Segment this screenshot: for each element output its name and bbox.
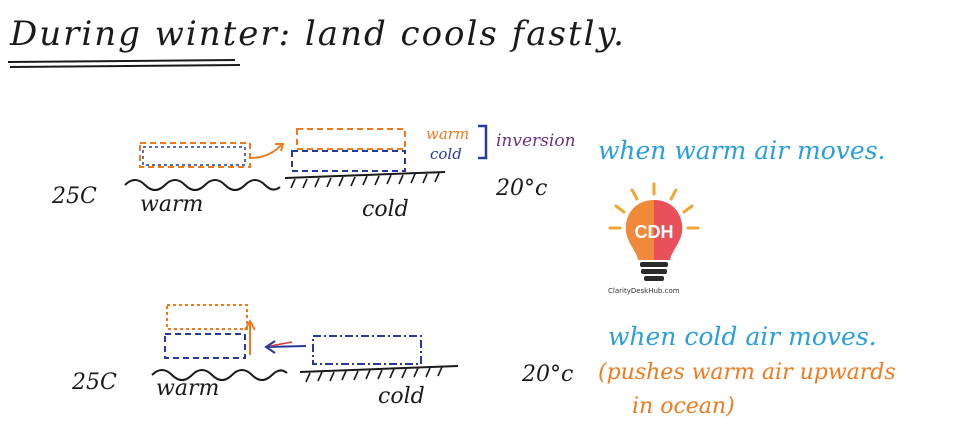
bottom-warm-box-raised	[166, 304, 248, 330]
bottom-note-line2: in ocean)	[632, 394, 735, 419]
top-right-temp: 20°c	[496, 176, 548, 201]
lightbulb-brain-icon: CDH	[604, 182, 704, 300]
bottom-land-line	[299, 365, 459, 373]
bottom-land-hatch	[305, 366, 443, 383]
bottom-cold-box-land	[312, 335, 422, 365]
bottom-sea-label: warm	[156, 376, 220, 401]
top-warm-box-land	[296, 128, 406, 150]
top-sea-label: warm	[140, 192, 204, 217]
top-move-arrow	[249, 143, 285, 159]
top-warm-box-sea	[139, 142, 251, 168]
bottom-left-arrow	[264, 340, 307, 354]
logo-site-text: ClarityDeskHub.com	[608, 287, 680, 295]
bottom-right-temp: 20°c	[522, 362, 574, 387]
inversion-bracket	[478, 124, 488, 160]
inversion-label: inversion	[496, 131, 576, 151]
bottom-sea-waves	[151, 369, 288, 381]
top-cold-box-sea	[142, 146, 246, 166]
top-left-temp: 25C	[52, 184, 97, 209]
top-layer-warm-label: warm	[426, 125, 470, 143]
page-title: During winter: land cools fastly.	[10, 14, 626, 54]
bottom-land-label: cold	[378, 384, 425, 409]
bottom-caption: when cold air moves.	[608, 322, 877, 351]
bottom-cold-box-sea	[164, 333, 246, 359]
logo-initials: CDH	[635, 222, 674, 242]
top-land-line	[284, 171, 446, 179]
top-caption: when warm air moves.	[598, 136, 886, 165]
bottom-note-line1: (pushes warm air upwards	[598, 360, 896, 385]
top-layer-cold-label: cold	[430, 145, 462, 163]
title-underline	[7, 59, 241, 68]
bottom-up-arrow	[244, 318, 256, 355]
top-sea-waves	[124, 179, 281, 191]
top-land-hatch	[290, 172, 440, 189]
bottom-left-temp: 25C	[72, 370, 117, 395]
top-land-label: cold	[362, 197, 409, 222]
top-cold-box-land	[291, 150, 406, 172]
